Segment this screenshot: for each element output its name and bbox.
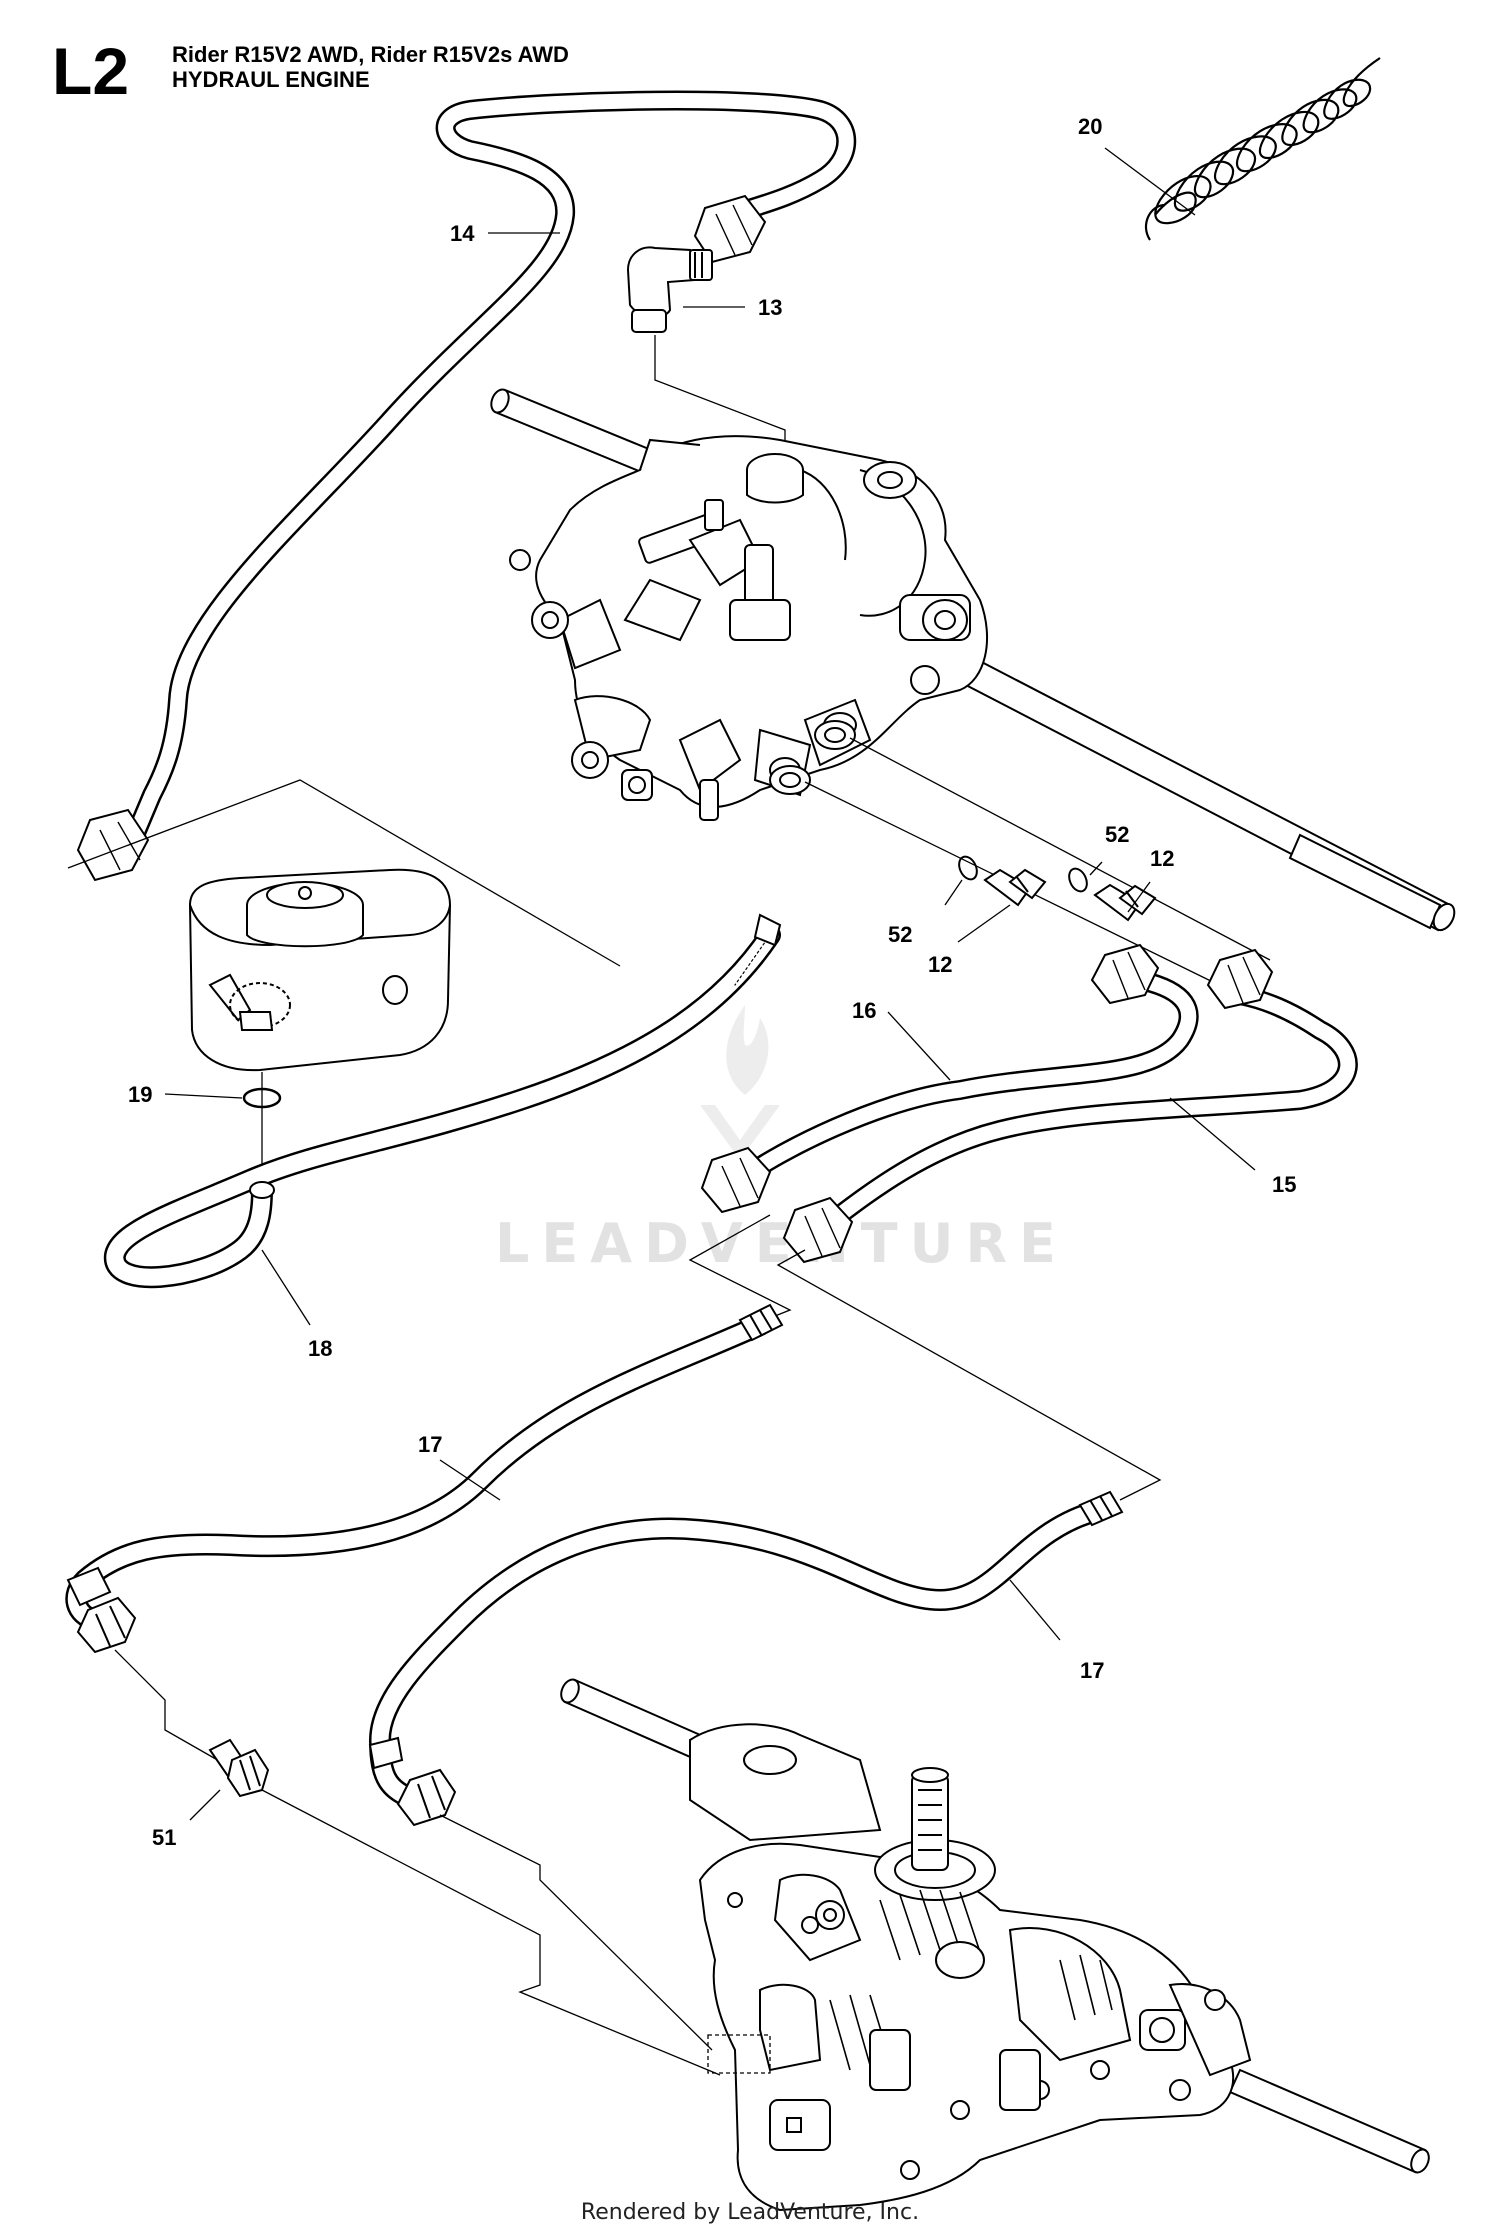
part-52-oring-right — [1068, 867, 1088, 893]
callout-20: 20 — [1078, 114, 1102, 139]
part-18-hose-fitting — [249, 913, 782, 1199]
callout-16: 16 — [852, 998, 876, 1023]
upper-transmission-ports — [769, 720, 856, 795]
leader-52-left — [944, 879, 963, 906]
part-14-tube — [118, 90, 857, 862]
model-title: Rider R15V2 AWD, Rider R15V2s AWD — [172, 42, 569, 67]
callout-12-left: 12 — [928, 952, 952, 977]
leader-hose-upper-right — [776, 1249, 1162, 1501]
part-15-tube — [810, 985, 1358, 1240]
part-16-nut-high — [1090, 943, 1160, 1005]
leader-16 — [887, 1011, 951, 1081]
upper-transmission-housing — [509, 435, 988, 821]
part-17-hose-left-fittings — [66, 1303, 784, 1654]
watermark-logo — [700, 1005, 780, 1160]
callout-17-left: 17 — [418, 1432, 442, 1457]
leader-51 — [189, 1789, 221, 1821]
leader-15 — [1169, 1097, 1256, 1171]
leader-port-lower — [804, 781, 1271, 1011]
leader-19 — [164, 1093, 243, 1099]
section-code: L2 — [52, 34, 130, 108]
part-13-elbow-fitting — [626, 246, 713, 333]
leader-17-left — [439, 1459, 501, 1501]
leader-12-left — [957, 904, 1011, 943]
leader-hose-right-assembly — [439, 1814, 713, 2051]
callout-52-right: 52 — [1105, 822, 1129, 847]
callout-18: 18 — [308, 1336, 332, 1361]
lower-transmission-housing — [689, 1723, 1252, 2212]
part-17-hose-left — [65, 1314, 771, 1631]
leader-tank-connection — [67, 779, 621, 967]
section-title: HYDRAUL ENGINE — [172, 67, 370, 92]
callout-17-right: 17 — [1080, 1658, 1104, 1683]
leader-port-upper — [849, 737, 1271, 961]
callout-19: 19 — [128, 1082, 152, 1107]
part-12-fitting-right — [1093, 883, 1157, 922]
callout-14: 14 — [450, 221, 475, 246]
callout-12-right: 12 — [1150, 846, 1174, 871]
leader-17-right — [1009, 1579, 1061, 1641]
part-15-nut-high — [1206, 948, 1274, 1010]
part-52-oring-left — [958, 855, 978, 881]
leader-52-right — [1089, 861, 1103, 876]
leader-51-assembly-top — [114, 1649, 236, 1771]
leader-51-assembly — [261, 1789, 721, 2076]
part-17-hose-right-fittings — [368, 1490, 1124, 1827]
leader-20 — [1104, 147, 1196, 216]
callout-13: 13 — [758, 295, 782, 320]
part-20-spring — [1144, 57, 1381, 241]
part-51-fitting — [208, 1738, 270, 1798]
part-15-nut-low — [782, 1196, 854, 1264]
oil-reservoir-tank — [188, 868, 452, 1072]
part-12-fitting-left — [983, 868, 1047, 907]
callout-51: 51 — [152, 1825, 176, 1850]
watermark-text: LEADVENTURE — [495, 1212, 1068, 1275]
lower-transmission-port-outline — [707, 2034, 771, 2074]
part-16-tube — [730, 965, 1199, 1190]
render-credit: Rendered by LeadVenture, Inc. — [580, 2200, 920, 2225]
leader-12-right — [1127, 881, 1151, 913]
part-14-nut-top — [693, 194, 767, 264]
part-19-clamp — [242, 1087, 282, 1109]
part-14-nut-bottom — [76, 808, 150, 882]
callout-15: 15 — [1272, 1172, 1296, 1197]
part-18-hose — [103, 924, 781, 1289]
part-17-hose-right — [369, 1499, 1111, 1811]
part-16-nut-low — [700, 1146, 772, 1214]
callout-52-left: 52 — [888, 922, 912, 947]
leader-18 — [261, 1249, 311, 1326]
